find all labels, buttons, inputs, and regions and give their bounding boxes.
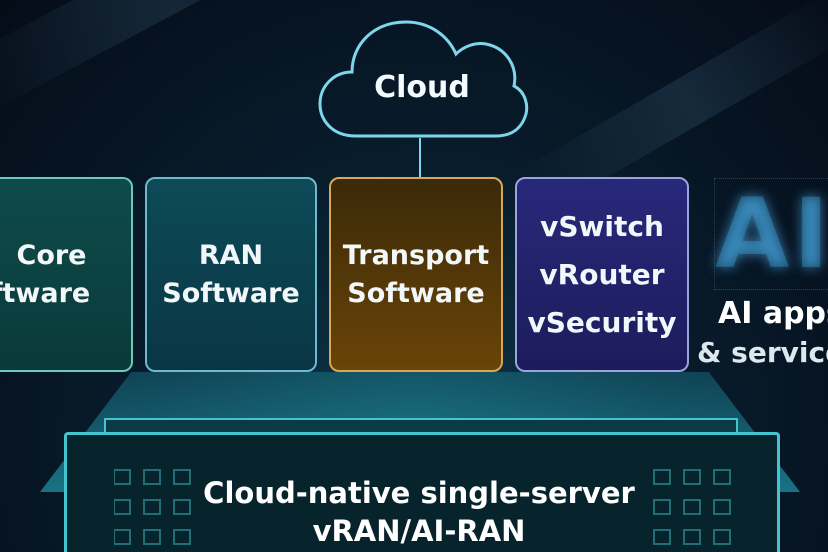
transport-software-card: Transport Software [329,177,503,372]
virtual-network-card: vSwitch vRouter vSecurity [515,177,689,372]
card-label: vSwitch [540,209,664,243]
card-label: Software [347,277,485,309]
cloud-icon [318,20,529,138]
cloud-label: Cloud [374,70,470,105]
server-vents [114,469,731,545]
card-label: Transport [342,239,490,271]
card-label: vSecurity [527,305,677,339]
card-label: Core [16,239,87,271]
card-label: vRouter [539,257,665,291]
server-label: Cloud-native single-server vRAN/AI-RAN [64,474,774,550]
card-label: RAN [198,239,264,271]
ai-graphic: AI [714,178,828,290]
core-software-card: Core Software [0,177,133,372]
server-top-panel [104,418,738,436]
card-label: Software [0,277,91,309]
server-label-line1: Cloud-native single-server [203,476,635,510]
card-label: Software [162,277,300,309]
server-chassis [64,432,780,552]
cloud-connector-line [419,138,421,180]
ai-services-label: & services [697,336,828,369]
ran-software-card: RAN Software [145,177,317,372]
decorative-beam [0,0,360,113]
server-label-line2: vRAN/AI-RAN [312,514,526,548]
ai-apps-label: AI apps [718,296,828,331]
